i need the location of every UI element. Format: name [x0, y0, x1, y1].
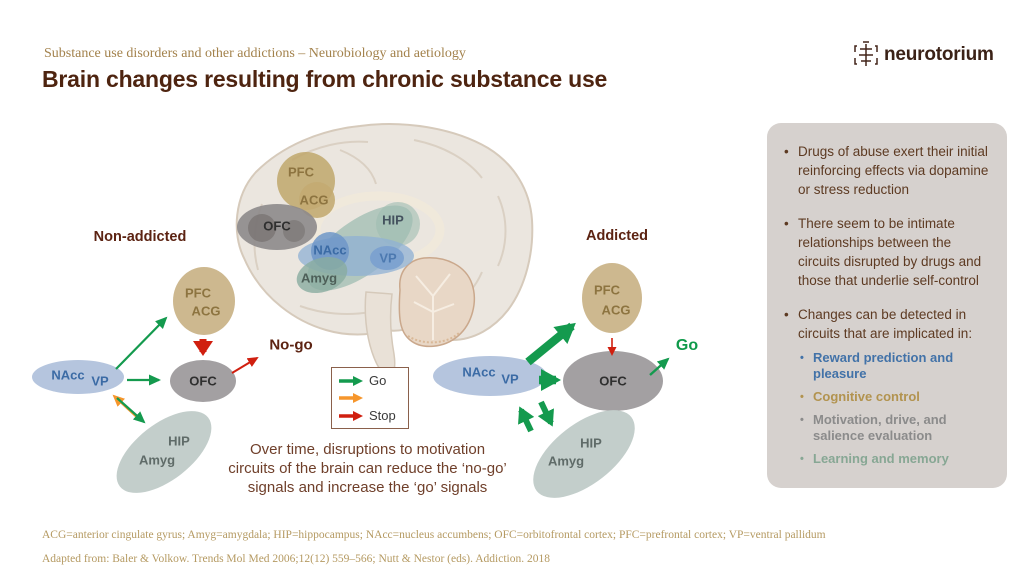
legend-stop-row: Stop [338, 408, 408, 423]
brain-region-ofc-inner2 [283, 220, 305, 242]
left-outcome-label: No-go [269, 336, 313, 354]
left-node-nacc: NAcc [51, 367, 85, 383]
right-circuit-ovals [433, 263, 663, 498]
right-pfc-acg-oval [582, 263, 642, 333]
brainstem [364, 291, 396, 377]
right-ofc-to-go-arrow [649, 357, 670, 376]
brain-label-ofc: OFC [263, 218, 291, 234]
right-diagram-heading: Addicted [585, 227, 649, 244]
legend-go-label: Go [369, 373, 387, 388]
left-hip-amyg-oval [116, 411, 212, 493]
circuit-item-learning: Learning and memory [799, 451, 995, 467]
left-nacc-vp-oval [32, 360, 124, 394]
right-nacc-vp-oval [433, 356, 547, 396]
left-diagram-heading: Non-addicted [93, 228, 187, 245]
logo-wordmark: neurotorium [884, 44, 994, 65]
left-node-ofc: OFC [189, 373, 217, 389]
right-outcome-label: Go [675, 337, 699, 354]
left-pfc-acg-oval [173, 267, 235, 335]
left-node-hip: HIP [168, 433, 190, 449]
right-node-hip: HIP [580, 435, 602, 451]
page-title: Brain changes resulting from chronic sub… [42, 66, 608, 92]
right-hip-amyg-oval [533, 410, 635, 498]
stop-arrow-icon [339, 410, 363, 421]
cerebellum-ridge [407, 331, 461, 344]
key-point-2: There seem to be intimate relationships … [783, 214, 995, 290]
brain-label-amyg: Amyg [300, 270, 338, 286]
brain-label-pfc: PFC [288, 164, 314, 180]
left-circuit-arrows [112, 316, 259, 424]
circuit-item-cognitive: Cognitive control [799, 389, 995, 405]
caption-line-2: circuits of the brain can reduce the ‘no… [228, 460, 507, 477]
legend-stop-label: Stop [369, 408, 396, 423]
brain-label-nacc: NAcc [313, 242, 347, 258]
brain-region-vp [370, 246, 404, 270]
brain-label-hip: HIP [382, 212, 404, 228]
right-nacc-to-pfc-go-arrow [525, 322, 576, 366]
neurotorium-logo: neurotorium [853, 41, 994, 69]
right-node-pfc: PFC [594, 282, 620, 298]
figure-caption: Over time, disruptions to motivation cir… [205, 440, 530, 497]
brain-region-ofc-inner1 [248, 214, 276, 242]
right-node-amyg: Amyg [547, 453, 585, 469]
legend-go-row: Go [338, 373, 408, 388]
slide-eyebrow: Substance use disorders and other addict… [44, 46, 466, 61]
circuit-item-reward: Reward prediction and pleasure [799, 350, 995, 382]
cerebellum-arbor-lines [413, 273, 455, 340]
key-points-sidebar: Drugs of abuse exert their initial reinf… [767, 123, 1007, 488]
right-node-acg: ACG [601, 302, 631, 318]
right-nacc-to-amyg-go-arrow [537, 400, 554, 427]
left-node-pfc: PFC [185, 285, 211, 301]
right-node-nacc: NAcc [462, 364, 496, 380]
left-ofc-to-nogo-arrow [231, 356, 259, 374]
legend-orange-row [338, 391, 408, 405]
go-arrow-icon [339, 375, 363, 386]
brain-region-hip-head [376, 202, 420, 246]
right-amyg-to-nacc-go-arrow [518, 406, 535, 433]
right-node-vp: VP [501, 371, 519, 387]
right-ofc-oval [563, 351, 663, 411]
left-node-acg: ACG [191, 303, 221, 319]
key-point-3: Changes can be detected in circuits that… [783, 305, 995, 343]
circuit-list: Reward prediction and pleasure Cognitive… [783, 350, 995, 467]
brain-region-amyg [296, 256, 348, 294]
caption-line-3: signals and increase the ‘go’ signals [247, 479, 488, 496]
brain-label-vp: VP [379, 250, 397, 266]
caption-line-1: Over time, disruptions to motivation [249, 441, 486, 458]
source-footnote: Adapted from: Baler & Volkow. Trends Mol… [42, 553, 550, 565]
left-node-vp: VP [91, 373, 109, 389]
brain-label-acg: ACG [299, 192, 329, 208]
right-circuit-arrows [518, 322, 670, 433]
orange-arrow-icon [339, 393, 363, 403]
circuit-item-motivation: Motivation, drive, and salience evaluati… [799, 412, 995, 444]
left-nacc-to-amyg-go-arrow [116, 397, 146, 424]
neurotorium-brain-icon [854, 41, 878, 66]
left-ofc-oval [170, 360, 236, 402]
left-circuit-ovals [32, 267, 236, 493]
abbreviations-footnote: ACG=anterior cingulate gyrus; Amyg=amygd… [42, 529, 826, 541]
left-nacc-to-pfc-go-arrow [115, 316, 168, 370]
arrow-legend: Go Stop [331, 367, 409, 429]
right-node-ofc: OFC [599, 373, 627, 389]
left-node-amyg: Amyg [138, 452, 176, 468]
brain-illustration [235, 123, 534, 377]
brain-region-acg [299, 182, 335, 218]
key-point-1: Drugs of abuse exert their initial reinf… [783, 142, 995, 199]
key-points-list: Drugs of abuse exert their initial reinf… [783, 142, 995, 343]
